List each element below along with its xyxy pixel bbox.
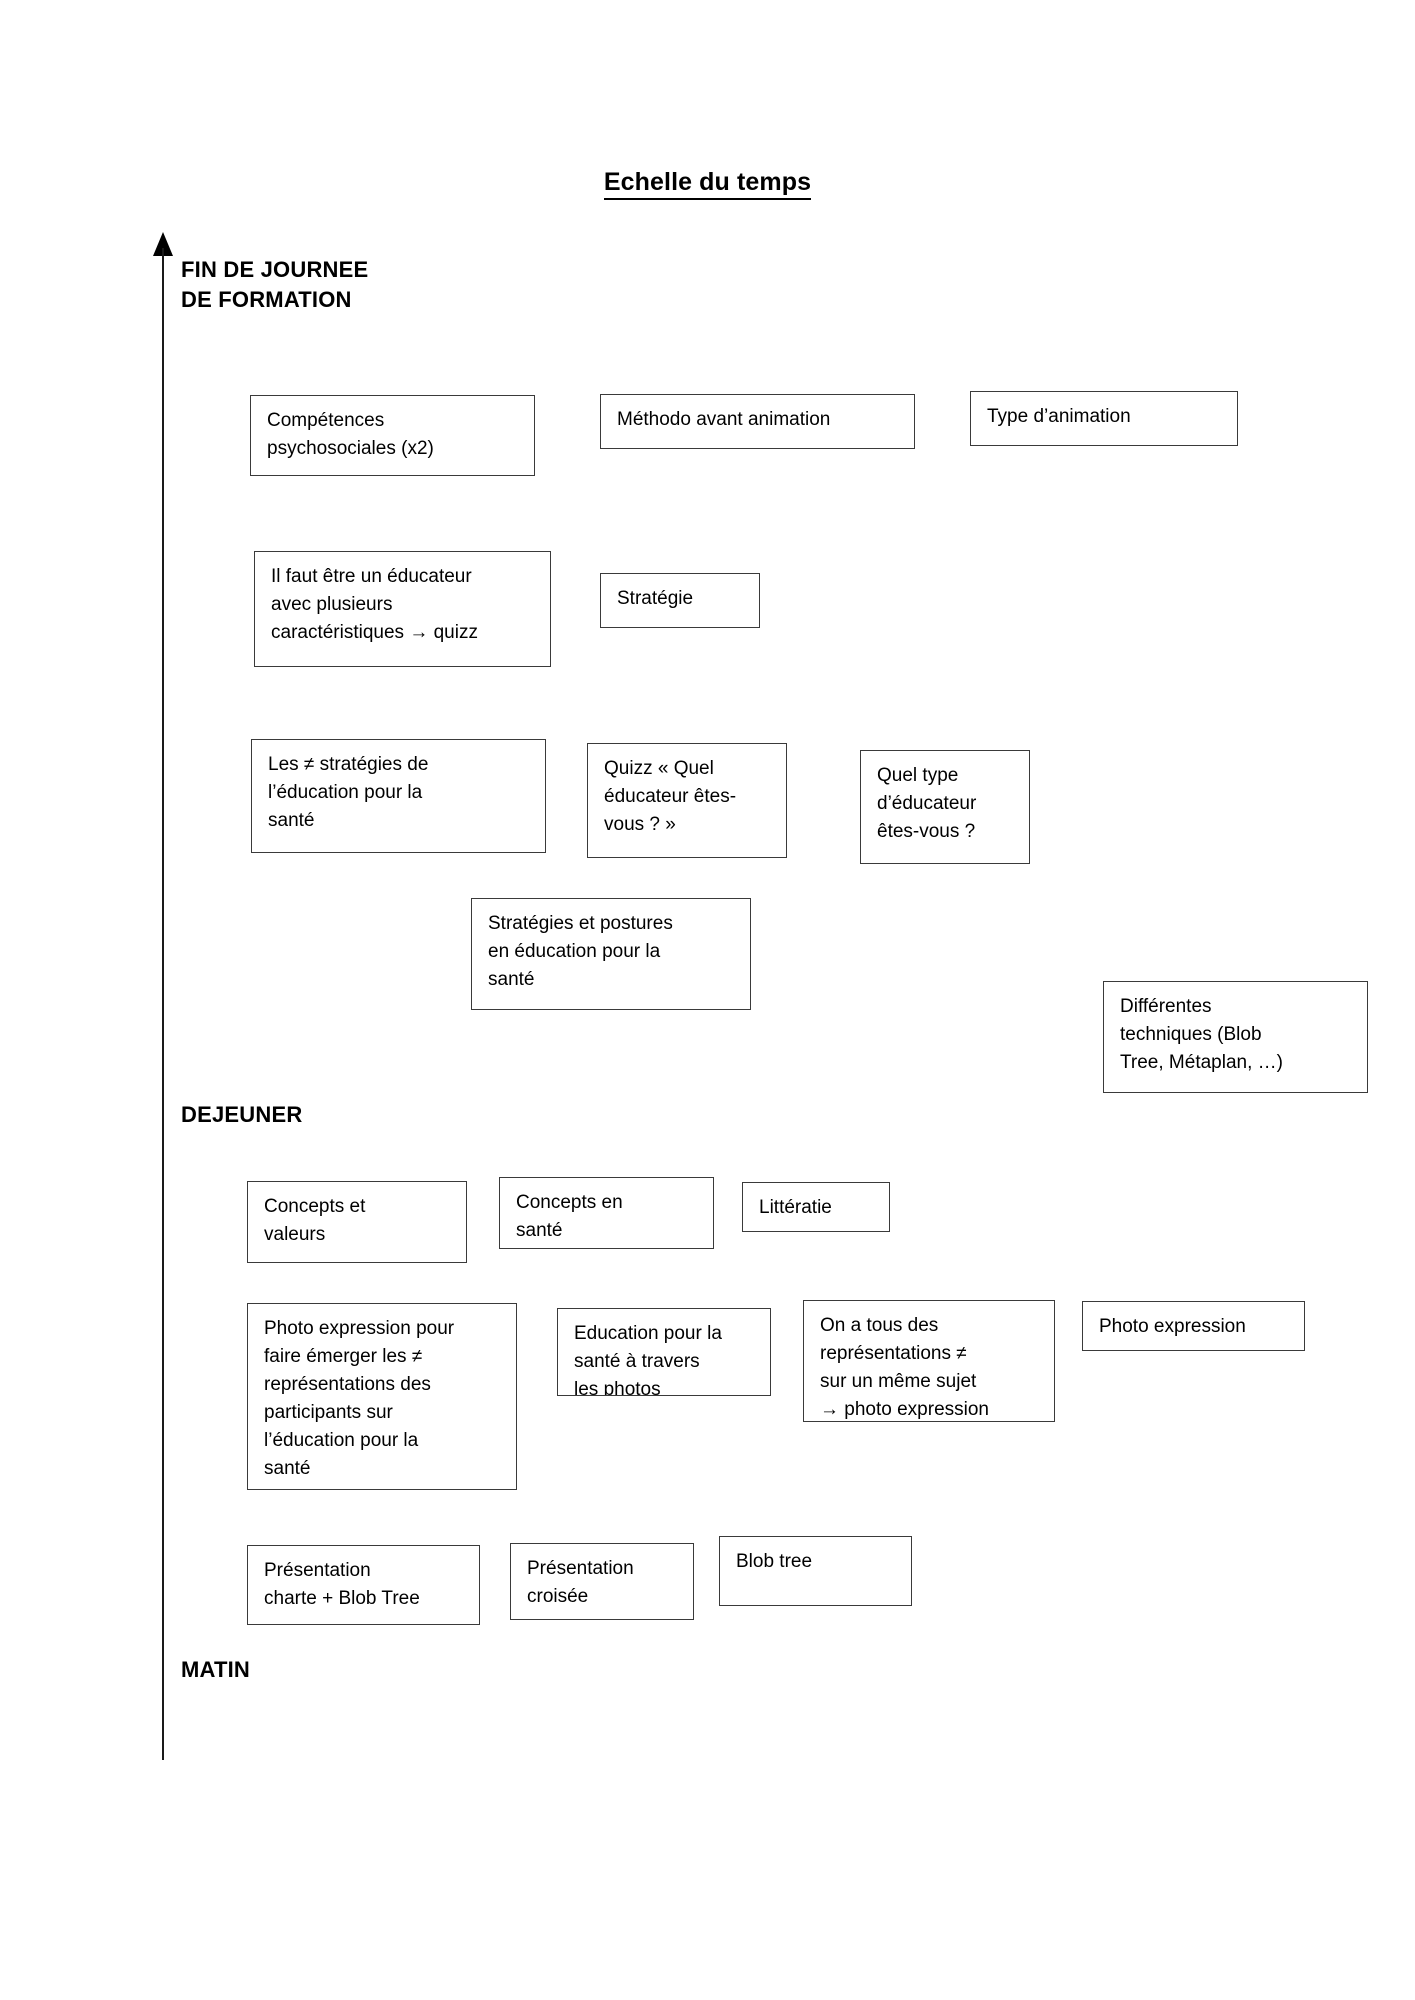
box-quizz-quel-educateur: Quizz « Quel éducateur êtes- vous ? » xyxy=(587,743,787,858)
box-photo-expression-emerger: Photo expression pour faire émerger les … xyxy=(247,1303,517,1490)
timeline-label-matin: MATIN xyxy=(181,1657,251,1682)
timeline-arrow-head-icon xyxy=(153,232,173,256)
box-strategies-education-sante: Les ≠ stratégies de l’éducation pour la … xyxy=(251,739,546,853)
box-strategie: Stratégie xyxy=(600,573,760,628)
box-presentation-charte: Présentation charte + Blob Tree xyxy=(247,1545,480,1625)
box-educateur-caracteristiques: Il faut être un éducateur avec plusieurs… xyxy=(254,551,551,667)
timeline-axis-line xyxy=(162,248,164,1760)
box-quel-type-educateur: Quel type d’éducateur êtes-vous ? xyxy=(860,750,1030,864)
timeline-label-dejeuner: DEJEUNER xyxy=(181,1102,303,1127)
box-strategies-postures: Stratégies et postures en éducation pour… xyxy=(471,898,751,1010)
page-title: Echelle du temps xyxy=(0,168,1415,200)
box-representations-sujet: On a tous des représentations ≠ sur un m… xyxy=(803,1300,1055,1422)
box-blob-tree: Blob tree xyxy=(719,1536,912,1606)
box-education-sante-photos: Education pour la santé à travers les ph… xyxy=(557,1308,771,1396)
box-litteratie: Littératie xyxy=(742,1182,890,1232)
box-concepts-valeurs: Concepts et valeurs xyxy=(247,1181,467,1263)
box-photo-expression: Photo expression xyxy=(1082,1301,1305,1351)
box-type-animation: Type d’animation xyxy=(970,391,1238,446)
box-concepts-sante: Concepts en santé xyxy=(499,1177,714,1249)
timeline-label-fin-de-journee: FIN DE JOURNEE DE FORMATION xyxy=(181,257,369,313)
box-differentes-techniques: Différentes techniques (Blob Tree, Métap… xyxy=(1103,981,1368,1093)
box-presentation-croisee: Présentation croisée xyxy=(510,1543,694,1620)
page-title-text: Echelle du temps xyxy=(603,168,812,200)
box-methodo-avant-animation: Méthodo avant animation xyxy=(600,394,915,449)
box-competences-psychosociales: Compétences psychosociales (x2) xyxy=(250,395,535,476)
